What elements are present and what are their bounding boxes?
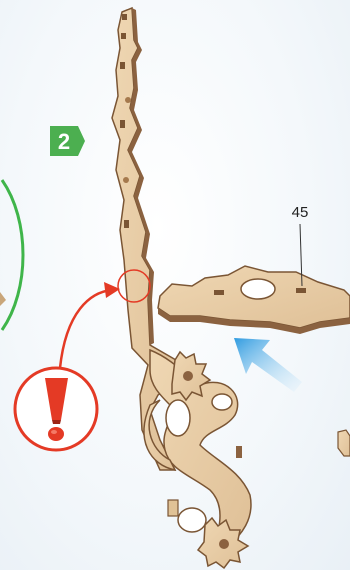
part-45-plate bbox=[158, 224, 350, 334]
lower-wood-assembly bbox=[144, 350, 251, 568]
insert-direction-arrow-icon bbox=[234, 338, 302, 392]
side-part-fragment bbox=[338, 430, 350, 456]
part-number-label: 45 bbox=[285, 204, 315, 222]
guide-circle-inner-mark bbox=[0, 292, 6, 306]
callout-arrow-icon bbox=[60, 282, 120, 368]
exclamation-icon bbox=[15, 368, 97, 450]
guide-circle-edge bbox=[2, 180, 23, 330]
step-number: 2 bbox=[50, 128, 78, 156]
